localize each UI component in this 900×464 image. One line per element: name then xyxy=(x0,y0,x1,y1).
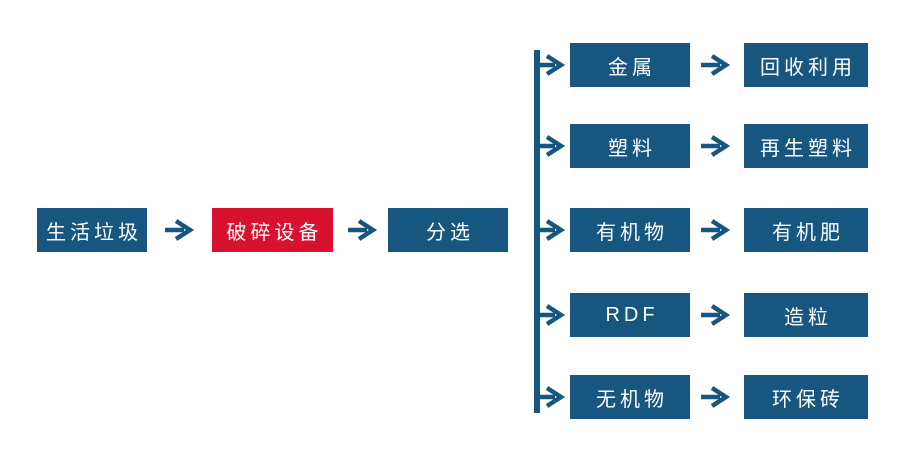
node-eco-brick: 环保砖 xyxy=(744,375,868,419)
node-metal: 金属 xyxy=(570,43,690,87)
node-crushing-equipment: 破碎设备 xyxy=(212,208,333,252)
branch-row-inorganic: 无机物 环保砖 xyxy=(0,375,900,419)
arrow-right-icon xyxy=(165,219,195,241)
arrow-right-icon xyxy=(701,135,731,157)
node-rdf: RDF xyxy=(570,293,690,337)
arrow-right-icon xyxy=(536,135,566,157)
arrow-right-icon xyxy=(701,54,731,76)
node-household-waste: 生活垃圾 xyxy=(37,208,147,252)
arrow-right-icon xyxy=(701,386,731,408)
arrow-right-icon xyxy=(701,304,731,326)
arrow-right-icon xyxy=(536,386,566,408)
arrow-right-icon xyxy=(536,304,566,326)
arrow-right-icon xyxy=(536,219,566,241)
arrow-right-icon xyxy=(348,219,378,241)
node-inorganic-matter: 无机物 xyxy=(570,375,690,419)
arrow-right-icon xyxy=(701,219,731,241)
node-sorting: 分选 xyxy=(388,208,508,252)
node-recycling: 回收利用 xyxy=(744,43,868,87)
node-organic-matter: 有机物 xyxy=(570,208,690,252)
branch-row-rdf: RDF 造粒 xyxy=(0,293,900,337)
branch-row-plastic: 塑料 再生塑料 xyxy=(0,124,900,168)
branch-row-metal: 金属 回收利用 xyxy=(0,43,900,87)
node-granulation: 造粒 xyxy=(744,293,868,337)
node-recycled-plastic: 再生塑料 xyxy=(744,124,868,168)
node-plastic: 塑料 xyxy=(570,124,690,168)
node-organic-fertilizer: 有机肥 xyxy=(744,208,868,252)
arrow-right-icon xyxy=(536,54,566,76)
branch-row-organic: 有机物 有机肥 xyxy=(0,208,900,252)
